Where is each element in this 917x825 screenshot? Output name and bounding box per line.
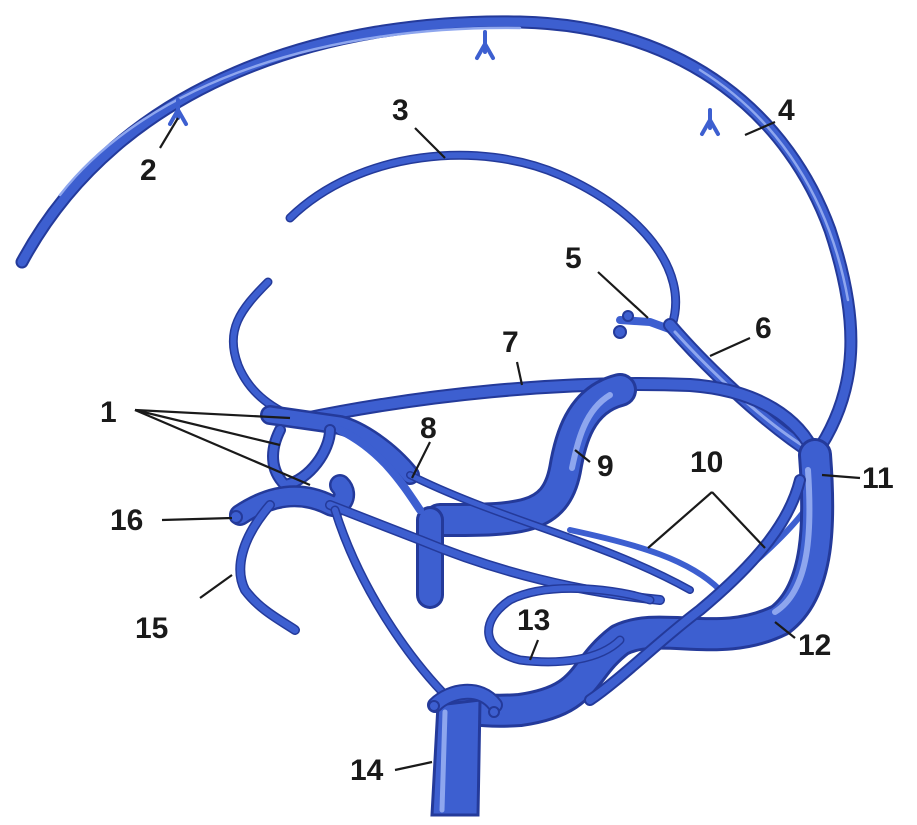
label-12: 12 (798, 629, 831, 662)
label-11: 11 (862, 462, 894, 495)
label-8: 8 (420, 412, 437, 445)
label-13: 13 (517, 604, 550, 637)
sigmoid-sinus (455, 455, 817, 711)
label-4: 4 (778, 94, 795, 127)
labels: 1 2 3 4 5 6 7 8 9 10 11 12 13 14 15 16 (100, 94, 894, 787)
label-15: 15 (135, 612, 168, 645)
leader-lines (135, 118, 860, 770)
internal-jugular-vein (429, 692, 499, 815)
label-14: 14 (350, 754, 384, 787)
label-16: 16 (110, 504, 143, 537)
label-6: 6 (755, 312, 772, 345)
inferior-sagittal-sinus (290, 155, 676, 325)
label-5: 5 (565, 242, 582, 275)
label-2: 2 (140, 154, 157, 187)
label-1: 1 (100, 396, 117, 429)
label-10: 10 (690, 446, 723, 479)
label-9: 9 (597, 450, 614, 483)
label-3: 3 (392, 94, 409, 127)
anterior-veins (233, 282, 410, 485)
label-7: 7 (502, 326, 519, 359)
